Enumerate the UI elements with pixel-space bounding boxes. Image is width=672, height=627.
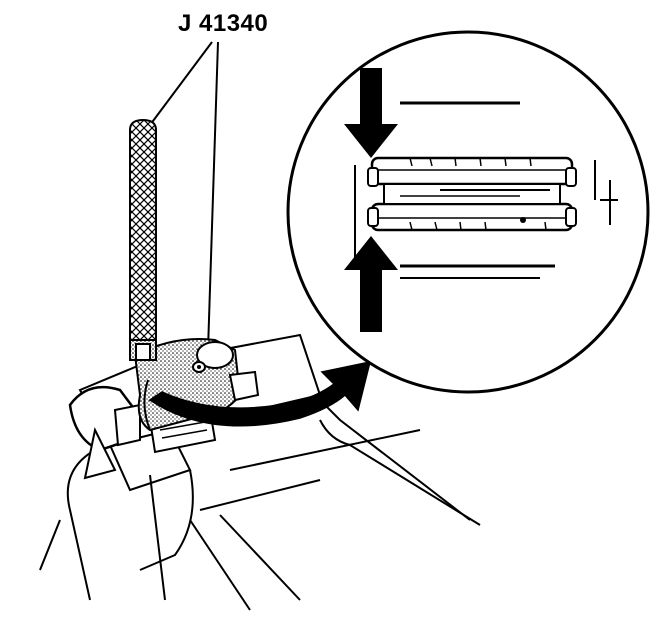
label-leader-lines: [149, 41, 219, 351]
detail-magnifier: [286, 30, 650, 394]
terminal-crimp-detail: [367, 156, 577, 232]
thumb-screw: [192, 341, 234, 373]
tool-part-number-label: J 41340: [178, 10, 269, 37]
tool-handle: [129, 118, 157, 361]
arrow-up-icon: [344, 236, 398, 332]
arrow-down-icon: [344, 68, 398, 158]
